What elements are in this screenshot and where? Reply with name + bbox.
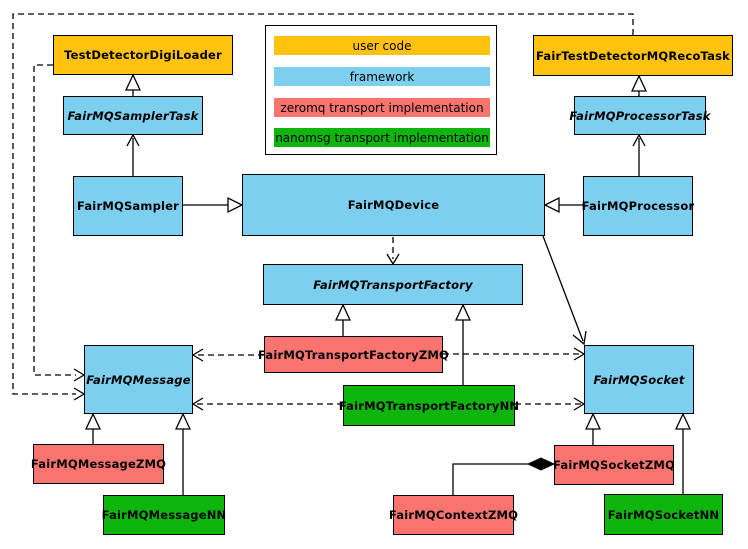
node-fairmqdevice: FairMQDevice [242, 174, 545, 236]
edge-samplertask-digiloader [124, 73, 142, 96]
node-fairmqmessagezmq: FairMQMessageZMQ [31, 444, 166, 484]
node-fairmqsampler: FairMQSampler [73, 176, 183, 236]
edge-socketzmq-socket [584, 412, 602, 445]
edge-messagezmq-message [84, 412, 102, 444]
edge-contextzmq-socketzmq [452, 457, 556, 495]
node-fairtestdetectormqrecotask: FairTestDetectorMQRecoTask [533, 35, 733, 76]
edge-sampler-device [183, 196, 244, 214]
edge-messagenn-message [174, 412, 192, 495]
legend-item-framework: framework [274, 67, 490, 86]
legend: user code framework zeromq transport imp… [265, 25, 497, 155]
node-fairmqtransportfactory: FairMQTransportFactory [263, 264, 523, 305]
node-testdetectordigiloader: TestDetectorDigiLoader [53, 35, 233, 75]
node-fairmqmessage: FairMQMessage [84, 345, 193, 414]
edge-socketnn-socket [674, 412, 692, 494]
edge-tfzmq-message [191, 348, 264, 362]
edge-tfnn-message [191, 397, 343, 411]
node-fairmqtransportfactoryzmq: FairMQTransportFactoryZMQ [258, 336, 449, 373]
node-fairmqsocket: FairMQSocket [584, 345, 694, 414]
node-fairmqtransportfactorynn: FairMQTransportFactoryNN [339, 385, 519, 426]
edge-sampler-samplertask [126, 133, 140, 176]
edge-tfzmq-transportfactory [334, 303, 352, 336]
legend-item-user-code: user code [274, 36, 490, 55]
edge-tfzmq-socket [443, 347, 586, 361]
node-fairmqsamplertask: FairMQSamplerTask [63, 96, 203, 135]
edge-device-socket [542, 235, 587, 346]
node-fairmqmessagenn: FairMQMessageNN [102, 495, 226, 535]
edge-tfnn-transportfactory [454, 303, 472, 385]
legend-item-zeromq: zeromq transport implementation [274, 98, 490, 117]
edge-processor-device [543, 196, 583, 214]
edge-processortask-recotask [630, 74, 648, 96]
edge-tfnn-socket [515, 397, 586, 411]
legend-item-nanomsg: nanomsg transport implementation [274, 128, 490, 147]
node-fairmqprocessor: FairMQProcessor [582, 176, 694, 236]
edge-device-transportfactory [386, 237, 400, 266]
node-fairmqsocketzmq: FairMQSocketZMQ [553, 445, 675, 485]
node-fairmqprocessortask: FairMQProcessorTask [569, 96, 710, 135]
node-fairmqcontextzmq: FairMQContextZMQ [389, 495, 518, 535]
edge-processor-processortask [632, 133, 646, 176]
node-fairmqsocketnn: FairMQSocketNN [604, 494, 723, 535]
